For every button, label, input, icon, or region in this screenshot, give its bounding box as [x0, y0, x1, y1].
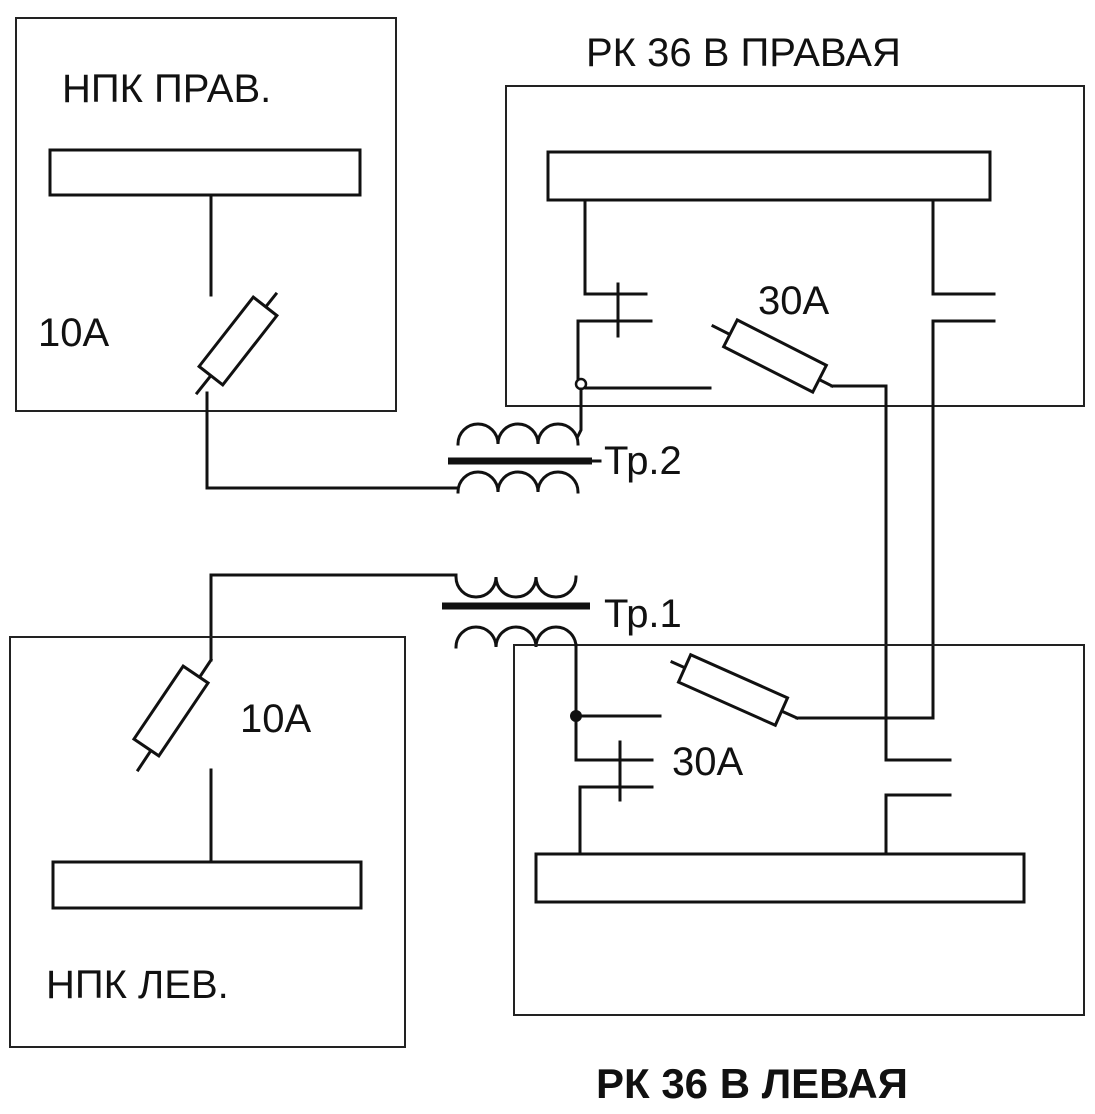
rk-left-contact-upper [574, 740, 654, 802]
wire-npk-right-to-tr2 [205, 391, 460, 490]
rk-left-panel: 30А [513, 643, 1085, 1016]
rk-right-fuse [710, 317, 888, 762]
npk-left-busbar [51, 860, 363, 910]
npk-right-fuse-label: 10А [38, 311, 109, 355]
wire-tr1-to-npk-left [209, 573, 458, 662]
npk-right-fuse [194, 291, 280, 396]
transformer-1: Тр.1 [442, 575, 682, 649]
tr2-secondary-coil [456, 470, 580, 494]
rk-right-panel: РК 36 В ПРАВАЯ 30А [505, 31, 1085, 762]
rk-right-contact-upper [578, 282, 653, 338]
npk-left-panel: 10А НПК ЛЕВ. [9, 636, 406, 1048]
rk-right-fuse-label: 30А [758, 279, 829, 323]
rk-right-border [505, 85, 1085, 407]
tr1-primary-coil [454, 575, 578, 599]
npk-right-title: НПК ПРАВ. [62, 67, 271, 111]
rk-left-fuse-label: 30А [672, 740, 743, 784]
tr1-secondary-coil [454, 625, 578, 649]
rk-right-to-tr2 [575, 387, 583, 439]
rk-left-busbar [534, 852, 1026, 904]
npk-right-busbar [48, 148, 362, 197]
rk-right-busbar [546, 150, 992, 202]
npk-right-panel: НПК ПРАВ. 10А [15, 17, 397, 412]
npk-left-border [9, 636, 406, 1048]
tr2-label: Тр.2 [604, 439, 682, 483]
tr2-primary-coil [456, 422, 580, 446]
rk-left-title: РК 36 В ЛЕВАЯ [596, 1060, 908, 1107]
npk-left-fuse-label: 10А [240, 697, 311, 741]
rk-left-fuse [670, 652, 935, 728]
npk-left-title: НПК ЛЕВ. [46, 963, 229, 1007]
rk-left-border [513, 644, 1085, 1016]
npk-left-fuse [131, 657, 214, 773]
tr1-label: Тр.1 [604, 592, 682, 636]
transformer-2: Тр.2 [448, 422, 682, 494]
rk-right-title: РК 36 В ПРАВАЯ [586, 31, 901, 75]
